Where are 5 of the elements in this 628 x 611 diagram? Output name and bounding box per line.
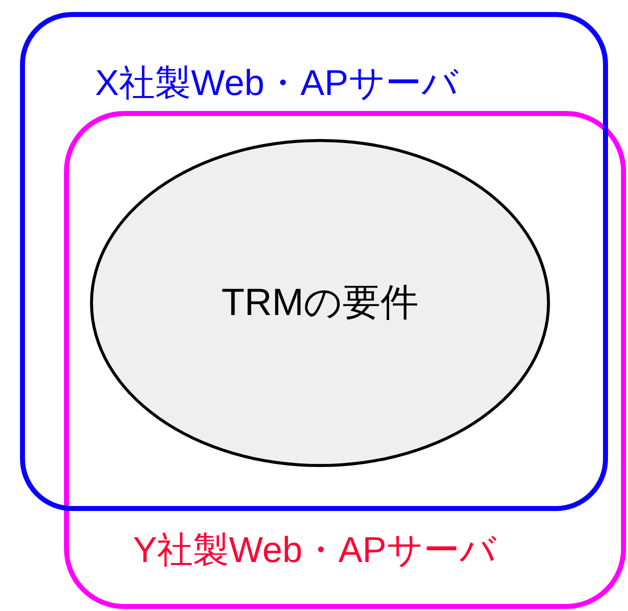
ellipse-label: TRMの要件 [221, 283, 419, 323]
server-box [20, 12, 608, 511]
box-heading: X社製Web・APサーバ [95, 63, 458, 103]
server-box [64, 111, 626, 609]
box-heading: Y社製Web・APサーバ [133, 530, 496, 570]
